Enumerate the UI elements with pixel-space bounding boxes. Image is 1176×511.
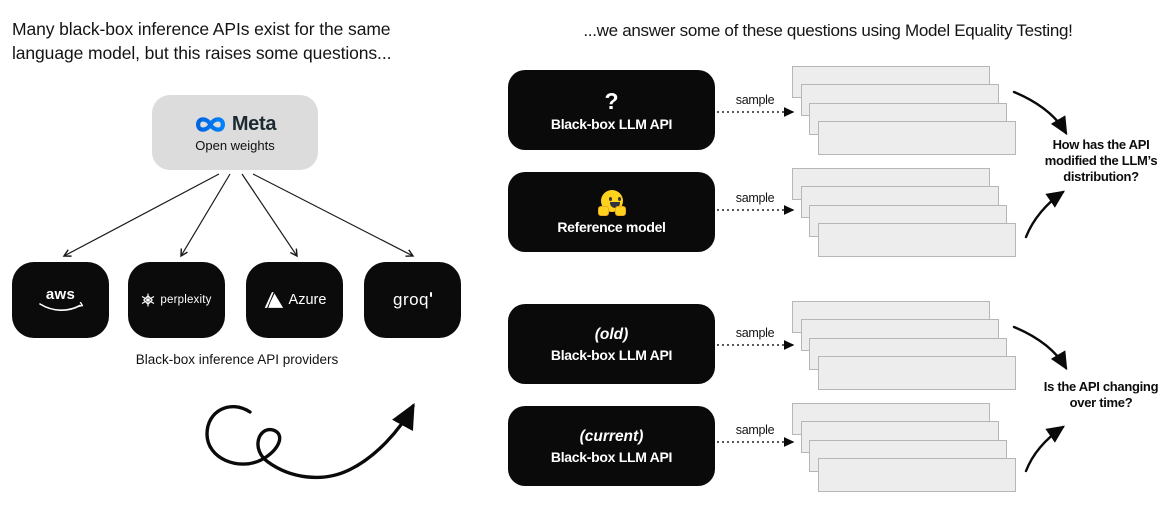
perplexity-wordmark: perplexity [160,294,212,306]
question1-arrow-bottom [1024,190,1065,239]
samples-paper-stack [792,168,1016,258]
question1-arrow-top [1012,90,1068,136]
meta-logo: Meta [194,113,276,136]
hugging-face-emoji [597,189,626,216]
curly-arrow [205,403,415,480]
question-distribution: How has the API modified the LLM’s distr… [1044,137,1158,184]
aws-wordmark: aws [45,285,76,303]
llm-box-label: Black-box LLM API [550,115,673,132]
fan-arrow-groq [252,173,413,256]
azure-triangle-icon [263,292,283,308]
paper [818,121,1016,155]
left-heading: Many black-box inference APIs exist for … [12,17,464,65]
meta-infinity-icon [195,116,225,132]
paper [818,356,1016,390]
samples-paper-stack [792,301,1016,391]
llm-box-label: Black-box LLM API [550,346,673,363]
question-mark-icon: ? [604,87,619,114]
meta-open-weights-card: Meta Open weights [152,95,318,170]
llm-box-label: Reference model [557,218,666,235]
samples-paper-stack [792,66,1016,156]
samples-paper-stack [792,403,1016,493]
sample-label: sample [735,423,775,437]
aws-smile-arrow-icon [38,301,83,311]
old-blackbox-llm-api-box: (old) Black-box LLM API [508,304,715,384]
groq-trademark-tick [430,292,433,297]
question-changing-over-time: Is the API changing over time? [1043,379,1159,410]
current-blackbox-llm-api-box: (current) Black-box LLM API [508,406,715,486]
right-heading: ...we answer some of these questions usi… [583,21,1073,40]
question2-arrow-bottom [1024,425,1065,473]
groq-wordmark: groq [392,290,430,309]
llm-box-label: Black-box LLM API [550,448,673,465]
meta-wordmark: Meta [231,112,277,135]
current-tag: (current) [579,427,644,445]
azure-wordmark: Azure [288,292,327,308]
left-heading-line1: Many black-box inference APIs exist for … [12,19,391,39]
paper [818,223,1016,257]
provider-box-perplexity: perplexity [128,262,225,338]
provider-box-azure: Azure [246,262,343,338]
blackbox-llm-api-box: ? Black-box LLM API [508,70,715,150]
providers-caption: Black-box inference API providers [135,352,339,367]
question2-arrow-top [1012,325,1068,371]
old-tag: (old) [594,325,629,343]
meta-subtitle: Open weights [195,137,275,153]
provider-box-groq: groq [364,262,461,338]
paper [818,458,1016,492]
provider-box-aws: aws [12,262,109,338]
fan-arrow-azure [241,173,297,256]
fan-arrow-perplexity [181,173,231,256]
sample-label: sample [735,326,775,340]
sample-label: sample [735,191,775,205]
sample-label: sample [735,93,775,107]
left-heading-line2: language model, but this raises some que… [12,43,392,63]
fan-arrow-aws [64,173,220,256]
perplexity-knot-icon [142,293,155,307]
reference-model-box: Reference model [508,172,715,252]
